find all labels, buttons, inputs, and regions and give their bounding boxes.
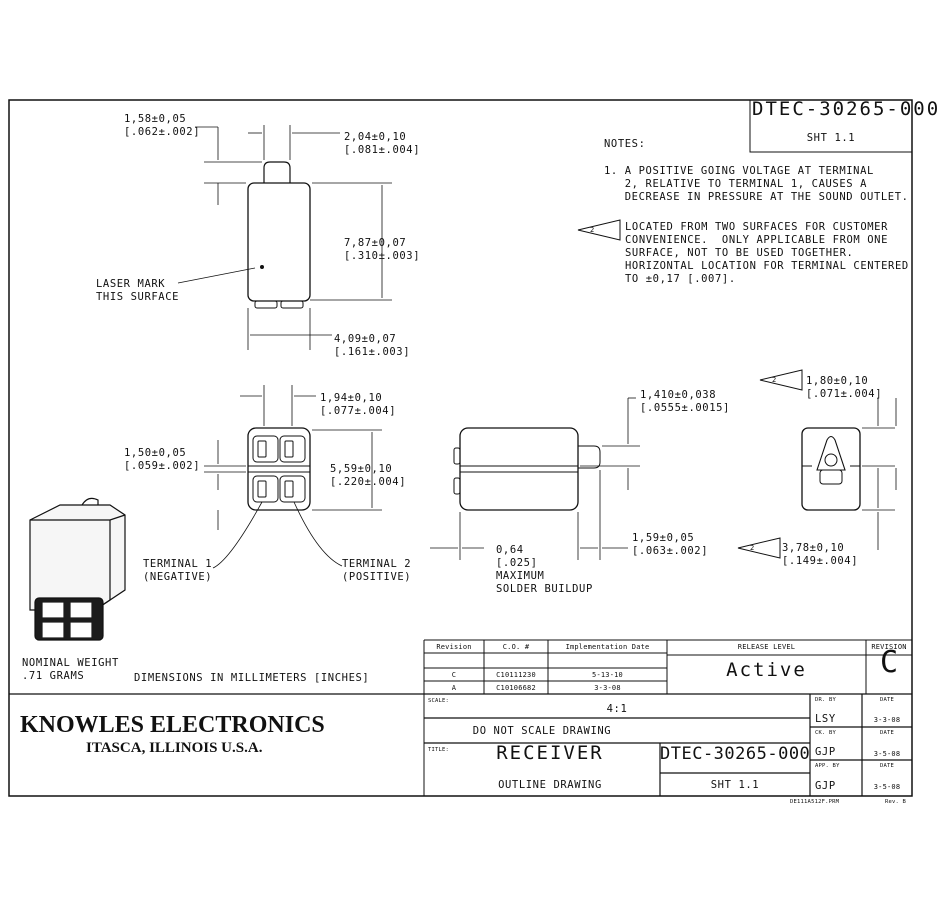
end-view-dimensions (862, 398, 897, 550)
revision-label: REVISION (871, 643, 907, 651)
rev-row-1-date: 5-13-10 (592, 671, 623, 679)
approval-2-role: CK. BY (815, 730, 837, 736)
dim-4-09: 4,09±0,07 [.161±.003] (334, 333, 411, 358)
drawing-subtitle: OUTLINE DRAWING (498, 779, 602, 791)
outline-drawing (8, 99, 913, 797)
company-name: KNOWLES ELECTRONICS (20, 712, 325, 738)
revision-table-lines (423, 639, 912, 796)
dim-1-410: 1,410±0,038 [.0555±.0015] (640, 389, 730, 414)
dim-1-80: 1,80±0,10 [.071±.004] (806, 375, 883, 400)
drawing-title: RECEIVER (496, 742, 604, 764)
footer-file: DE111A512F.PRM (790, 799, 840, 805)
dim-1-50: 1,50±0,05 [.059±.002] (124, 447, 201, 472)
dim-2-04: 2,04±0,10 [.081±.004] (344, 131, 421, 156)
company-location: ITASCA, ILLINOIS U.S.A. (86, 740, 263, 756)
approval-1-role: DR. BY (815, 697, 837, 703)
dim-0-64: 0,64 [.025] MAXIMUM SOLDER BUILDUP (496, 544, 593, 595)
title-label: TITLE: (428, 747, 450, 753)
terminal-1-label: TERMINAL 1 (NEGATIVE) (143, 558, 213, 583)
title-sheet: SHT 1.1 (710, 779, 760, 791)
release-level-label: RELEASE LEVEL (737, 643, 796, 651)
note-flag-3-number: 2 (750, 544, 755, 552)
title-dwg-number: DTEC-30265-000 (660, 744, 811, 764)
rev-header-revision: Revision (436, 643, 472, 651)
doc-number-box (749, 99, 913, 153)
dim-1-58: 1,58±0,05 [.062±.002] (124, 113, 201, 138)
bottom-view (247, 427, 311, 511)
approval-3-role: APP. BY (815, 763, 840, 769)
nominal-weight: NOMINAL WEIGHT .71 GRAMS (22, 657, 119, 682)
rev-row-2-date: 3-3-08 (594, 684, 621, 692)
laser-mark-label: LASER MARK THIS SURFACE (96, 278, 180, 303)
doc-number: DTEC-30265-000 (752, 98, 940, 120)
rev-row-2-rev: A (451, 684, 457, 692)
title-block-lines (9, 693, 912, 796)
approval-1-name: LSY (815, 713, 836, 725)
scale-label: SCALE: (428, 698, 450, 704)
revision-value: C (879, 645, 899, 680)
terminal-2-label: TERMINAL 2 (POSITIVE) (342, 558, 412, 583)
rev-row-2-co: C10106682 (496, 684, 536, 692)
end-view (801, 427, 861, 511)
approval-2-date-label: DATE (879, 730, 895, 736)
approval-2-date: 3-5-08 (873, 750, 901, 758)
approval-3-date-label: DATE (879, 763, 895, 769)
note-flag-2 (759, 369, 803, 391)
note-1: 1. A POSITIVE GOING VOLTAGE AT TERMINAL … (604, 165, 909, 203)
note-flag-3 (737, 537, 781, 559)
dim-5-59: 5,59±0,10 [.220±.004] (330, 463, 407, 488)
drawing-border (8, 99, 913, 797)
release-level-value: Active (726, 659, 807, 681)
approval-2-name: GJP (815, 746, 836, 758)
front-view (247, 161, 311, 309)
rev-row-1-co: C10111230 (496, 671, 536, 679)
approval-1-date: 3-3-08 (873, 716, 901, 724)
approval-1-date-label: DATE (879, 697, 895, 703)
dim-1-59: 1,59±0,05 [.063±.002] (632, 532, 709, 557)
doc-sheet: SHT 1.1 (806, 132, 856, 144)
rev-row-1-rev: C (451, 671, 457, 679)
rev-header-co: C.O. # (502, 643, 530, 651)
scale-value: 4:1 (606, 703, 628, 715)
dim-7-87: 7,87±0,07 [.310±.003] (344, 237, 421, 262)
units-note: DIMENSIONS IN MILLIMETERS [INCHES] (134, 672, 370, 684)
footer-rev: Rev. B (885, 799, 907, 805)
note-flag-1 (577, 219, 621, 241)
note-flag-2-number: 2 (772, 376, 777, 384)
approval-3-name: GJP (815, 780, 836, 792)
dim-1-94: 1,94±0,10 [.077±.004] (320, 392, 397, 417)
note-2: LOCATED FROM TWO SURFACES FOR CUSTOMER C… (625, 221, 909, 285)
do-not-scale: DO NOT SCALE DRAWING (472, 725, 612, 737)
rev-header-date: Implementation Date (565, 643, 650, 651)
isometric-receiver (29, 497, 126, 641)
dim-3-78: 3,78±0,10 [.149±.004] (782, 542, 859, 567)
side-view (453, 427, 601, 511)
notes-heading: NOTES: (604, 138, 646, 150)
bottom-view-dimensions (204, 385, 382, 569)
approval-3-date: 3-5-08 (873, 783, 901, 791)
side-view-dimensions (430, 397, 640, 560)
front-view-dimensions (177, 125, 392, 350)
note-flag-1-number: 2 (590, 226, 595, 234)
